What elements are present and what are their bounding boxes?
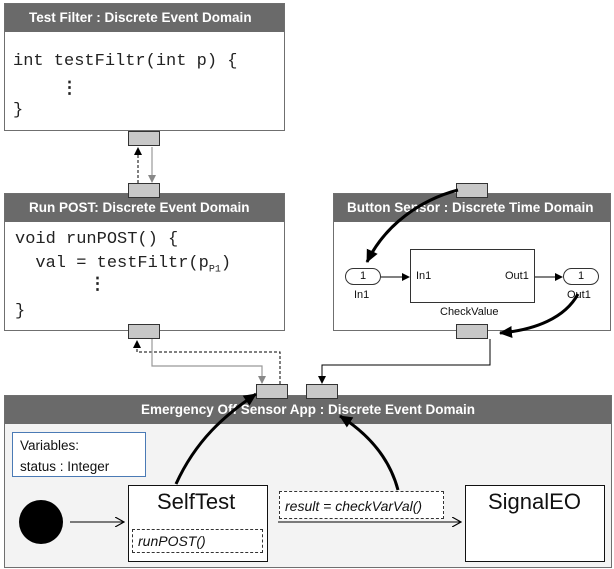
run-post-title: Run POST: Discrete Event Domain	[5, 194, 284, 222]
wire-app-to-runpost	[133, 340, 281, 384]
test-filter-output-port[interactable]	[128, 131, 160, 146]
run-post-code-line2-main: val = testFiltr(p	[15, 254, 209, 273]
test-filter-ellipsis: ⋮	[61, 80, 78, 99]
transition-label-box: result = checkVarVal()	[279, 491, 444, 519]
arrow-selftest-to-port	[174, 392, 257, 485]
app-title: Emergency Off Sensor App : Discrete Even…	[5, 396, 611, 424]
test-filter-close-brace: }	[13, 101, 24, 120]
wire-runpost-to-app	[151, 339, 266, 384]
runpost-action-box: runPOST()	[132, 529, 263, 553]
checkvalue-out-label: Out1	[505, 270, 529, 282]
selftest-label: SelfTest	[157, 489, 236, 514]
inport-label: In1	[354, 289, 370, 301]
checkvalue-name: CheckValue	[440, 306, 499, 318]
outport-block[interactable]: 1	[563, 268, 599, 285]
app-port-left[interactable]	[256, 384, 288, 399]
runpost-action-label: runPOST()	[138, 533, 206, 549]
run-post-code-subscript: P1	[208, 264, 221, 276]
test-filter-box: Test Filter : Discrete Event Domain int …	[4, 3, 285, 131]
variables-box: Variables: status : Integer	[12, 432, 146, 477]
run-post-box: Run POST: Discrete Event Domain void run…	[4, 193, 285, 331]
app-port-right[interactable]	[306, 384, 338, 399]
run-post-output-port[interactable]	[128, 324, 160, 339]
run-post-ellipsis: ⋮	[89, 276, 106, 295]
arrow-port-to-inport	[365, 188, 459, 263]
signaleo-state[interactable]: SignalEO	[465, 485, 605, 562]
wire-sensor-to-app	[318, 339, 491, 384]
run-post-input-port[interactable]	[128, 183, 160, 198]
inport-block[interactable]: 1	[345, 268, 381, 285]
run-post-code-line2-end: )	[220, 254, 232, 273]
button-sensor-output-port[interactable]	[456, 324, 488, 339]
run-post-code-line1: void runPOST() {	[15, 230, 179, 249]
variables-status: status : Integer	[20, 459, 110, 474]
arrow-outport-to-port	[499, 293, 580, 338]
checkvalue-block[interactable]: In1 Out1	[410, 249, 535, 303]
run-post-code-line2: val = testFiltr(pP1)	[15, 254, 231, 275]
transition-label: result = checkVarVal()	[285, 498, 423, 514]
test-filter-title: Test Filter : Discrete Event Domain	[5, 4, 284, 32]
selftest-state[interactable]: SelfTest runPOST()	[128, 485, 268, 562]
app-box: Emergency Off Sensor App : Discrete Even…	[4, 395, 612, 568]
signaleo-label: SignalEO	[488, 489, 581, 514]
outport-number: 1	[578, 270, 585, 282]
button-sensor-title: Button Sensor : Discrete Time Domain	[334, 194, 610, 222]
checkvalue-in-label: In1	[416, 270, 432, 282]
variables-label: Variables:	[20, 438, 80, 453]
test-filter-code-line1: int testFiltr(int p) {	[13, 52, 238, 71]
arrow-transition-to-port	[339, 414, 400, 491]
inport-number: 1	[360, 270, 367, 282]
initial-state-dot	[19, 500, 63, 544]
run-post-close-brace: }	[15, 302, 26, 321]
